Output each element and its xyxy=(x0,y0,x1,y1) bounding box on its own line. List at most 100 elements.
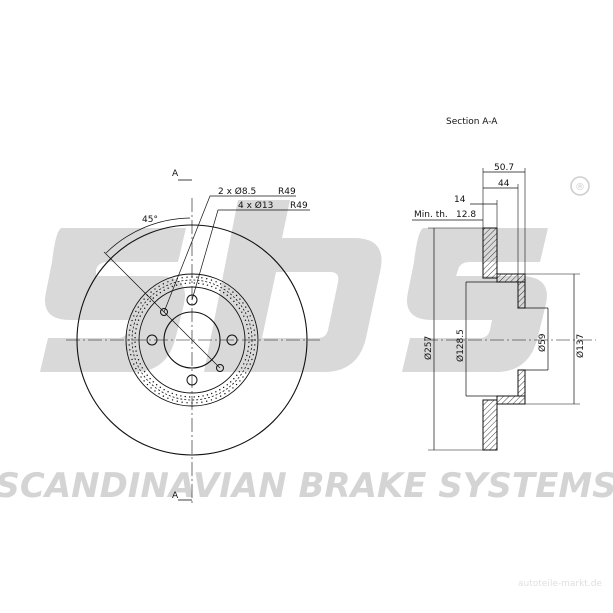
section-mark-top: A xyxy=(172,169,179,179)
ring-dot xyxy=(242,376,244,378)
leader-hole-note-1 xyxy=(163,195,211,313)
ring-dot xyxy=(158,393,160,395)
ring-dot xyxy=(241,311,243,313)
ring-dot xyxy=(186,402,188,404)
ring-dot xyxy=(139,315,141,317)
ring-dot xyxy=(254,344,256,346)
ring-dot xyxy=(152,297,155,299)
ring-dot xyxy=(215,391,217,393)
ring-dot xyxy=(137,319,140,321)
ring-dot xyxy=(226,384,228,386)
ring-dot xyxy=(175,284,178,286)
angle-arc xyxy=(105,217,191,254)
ring-dot xyxy=(137,306,139,308)
ring-dot xyxy=(134,332,137,334)
ring-dot xyxy=(146,383,149,386)
ring-dot xyxy=(243,363,245,365)
pin-hole-lower-right xyxy=(216,364,224,372)
ring-dot xyxy=(210,392,213,395)
ring-dot xyxy=(230,297,232,299)
ring-dot xyxy=(163,289,165,291)
dim-min-thickness: 12.8 xyxy=(456,210,476,220)
ring-dot xyxy=(181,277,183,279)
hole-note-2-radius: R49 xyxy=(290,201,308,211)
section-ring-top xyxy=(482,227,498,279)
ring-dot xyxy=(171,392,173,395)
ring-dot xyxy=(238,307,241,310)
ring-dot xyxy=(197,395,200,398)
ring-dot xyxy=(135,328,137,330)
registered-mark: ® xyxy=(575,182,585,193)
ring-dot xyxy=(171,285,174,288)
ring-dot xyxy=(252,324,254,326)
ring-dot xyxy=(136,323,138,326)
ring-dot xyxy=(137,372,139,374)
ring-dot xyxy=(150,291,152,293)
ring-dot xyxy=(223,291,225,294)
ring-dot xyxy=(135,350,137,352)
ring-dot xyxy=(193,282,195,284)
friction-ring-pattern xyxy=(128,276,256,404)
ring-dot xyxy=(181,401,183,403)
ring-dot xyxy=(219,289,221,291)
ring-dot xyxy=(167,281,169,283)
dim-center-bore: Ø59 xyxy=(537,333,548,352)
ring-dot xyxy=(219,283,222,285)
ring-dot xyxy=(233,378,235,380)
dim-min-thickness-label: Min. th. xyxy=(414,210,448,220)
front-view xyxy=(66,179,320,505)
ring-dot xyxy=(244,359,247,361)
ring-dot xyxy=(247,310,249,313)
hole-note-1: 2 x Ø8.5 xyxy=(218,186,256,197)
ring-dot xyxy=(248,337,250,339)
ring-dot xyxy=(134,341,136,343)
ring-dot xyxy=(143,298,145,300)
ring-dot xyxy=(246,323,248,326)
ring-dot xyxy=(140,302,142,304)
ring-dot xyxy=(215,397,217,399)
ring-dot xyxy=(133,315,135,317)
dim-overall-height: 50.7 xyxy=(494,163,514,173)
registered-mark-circle xyxy=(570,176,590,196)
ring-dot xyxy=(215,281,217,283)
ring-dot xyxy=(146,374,148,376)
section-hat-face-top xyxy=(517,281,526,309)
ring-dot xyxy=(206,400,208,402)
ring-dot xyxy=(131,319,133,322)
dim-thickness: 14 xyxy=(454,195,466,205)
ring-dot xyxy=(139,363,141,365)
ring-dot xyxy=(247,332,250,335)
ring-dot xyxy=(130,354,132,356)
ring-dot xyxy=(254,339,256,341)
ring-dot xyxy=(219,389,221,391)
ring-dot xyxy=(137,358,140,361)
ring-dot xyxy=(219,395,222,397)
ring-dot xyxy=(129,349,131,351)
ring-dot xyxy=(247,350,249,352)
ring-dot xyxy=(146,303,148,306)
ring-dot xyxy=(180,283,182,285)
ring-dot xyxy=(202,395,204,397)
ring-dot xyxy=(186,276,188,278)
dim-outer-diameter: Ø257 xyxy=(423,336,434,360)
ring-dot xyxy=(135,310,137,313)
ring-dot xyxy=(239,380,241,382)
ring-dot xyxy=(242,302,244,304)
ring-dot xyxy=(156,294,158,296)
ring-dot xyxy=(128,339,130,341)
logo-letter-s-right xyxy=(402,228,548,372)
ring-dot xyxy=(228,288,230,290)
ring-dot xyxy=(215,287,217,289)
ring-dot xyxy=(133,363,135,365)
ring-dot xyxy=(141,311,143,313)
ring-dot xyxy=(196,402,198,404)
ring-dot xyxy=(249,315,251,317)
ring-dot xyxy=(211,285,213,288)
ring-dot xyxy=(155,384,158,386)
ring-dot xyxy=(146,294,149,297)
ring-dot xyxy=(232,387,234,389)
ring-dot xyxy=(224,393,226,395)
ring-dot xyxy=(191,402,193,404)
ring-dot xyxy=(167,391,169,393)
